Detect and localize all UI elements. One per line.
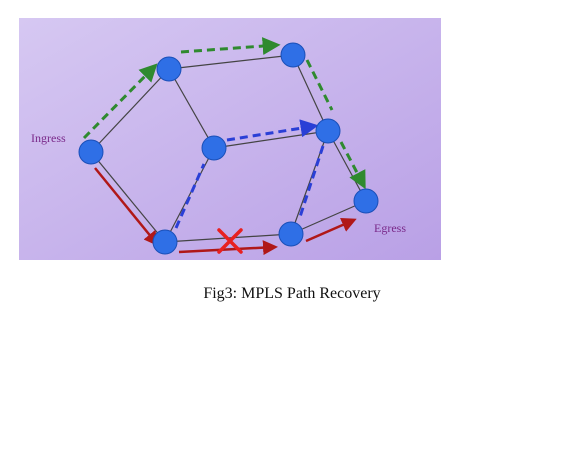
- node-bottom-left: [152, 229, 178, 255]
- link-ingress-topleft: [90, 68, 170, 153]
- backup-path: [174, 119, 325, 229]
- failed-path: [94, 167, 357, 256]
- link-center-bottomleft: [164, 147, 215, 243]
- primary-path-seg-3: [305, 59, 334, 111]
- failed-path-seg-2: [178, 240, 278, 256]
- link-right-egress: [327, 130, 367, 202]
- link-ingress-bottomleft: [90, 151, 166, 243]
- backup-path-seg-1: [174, 163, 206, 229]
- node-egress: [353, 188, 379, 214]
- primary-path-seg-4: [339, 141, 366, 190]
- ingress-label: Ingress: [31, 131, 66, 145]
- node-top-left: [156, 56, 182, 82]
- backup-path-seg-2: [226, 119, 319, 142]
- failed-path-seg-3: [305, 217, 357, 243]
- network-nodes: [78, 42, 379, 255]
- egress-label: Egress: [374, 221, 406, 235]
- link-topleft-center: [168, 68, 215, 149]
- primary-path-seg-2: [180, 37, 281, 56]
- node-center: [201, 135, 227, 161]
- node-top-right: [280, 42, 306, 68]
- figure-caption: Fig3: MPLS Path Recovery: [203, 285, 381, 302]
- node-right: [315, 118, 341, 144]
- link-topleft-topright: [168, 54, 294, 70]
- primary-path: [82, 37, 366, 190]
- primary-path-seg-1: [82, 63, 158, 140]
- node-ingress: [78, 139, 104, 165]
- link-topright-right: [292, 54, 329, 132]
- node-bottom-right: [278, 221, 304, 247]
- failed-path-seg-1: [94, 167, 159, 247]
- link-bottomright-egress: [290, 200, 367, 235]
- link-failure-mark: [217, 228, 243, 254]
- mpls-path-recovery-diagram: Ingress Egress: [19, 18, 441, 260]
